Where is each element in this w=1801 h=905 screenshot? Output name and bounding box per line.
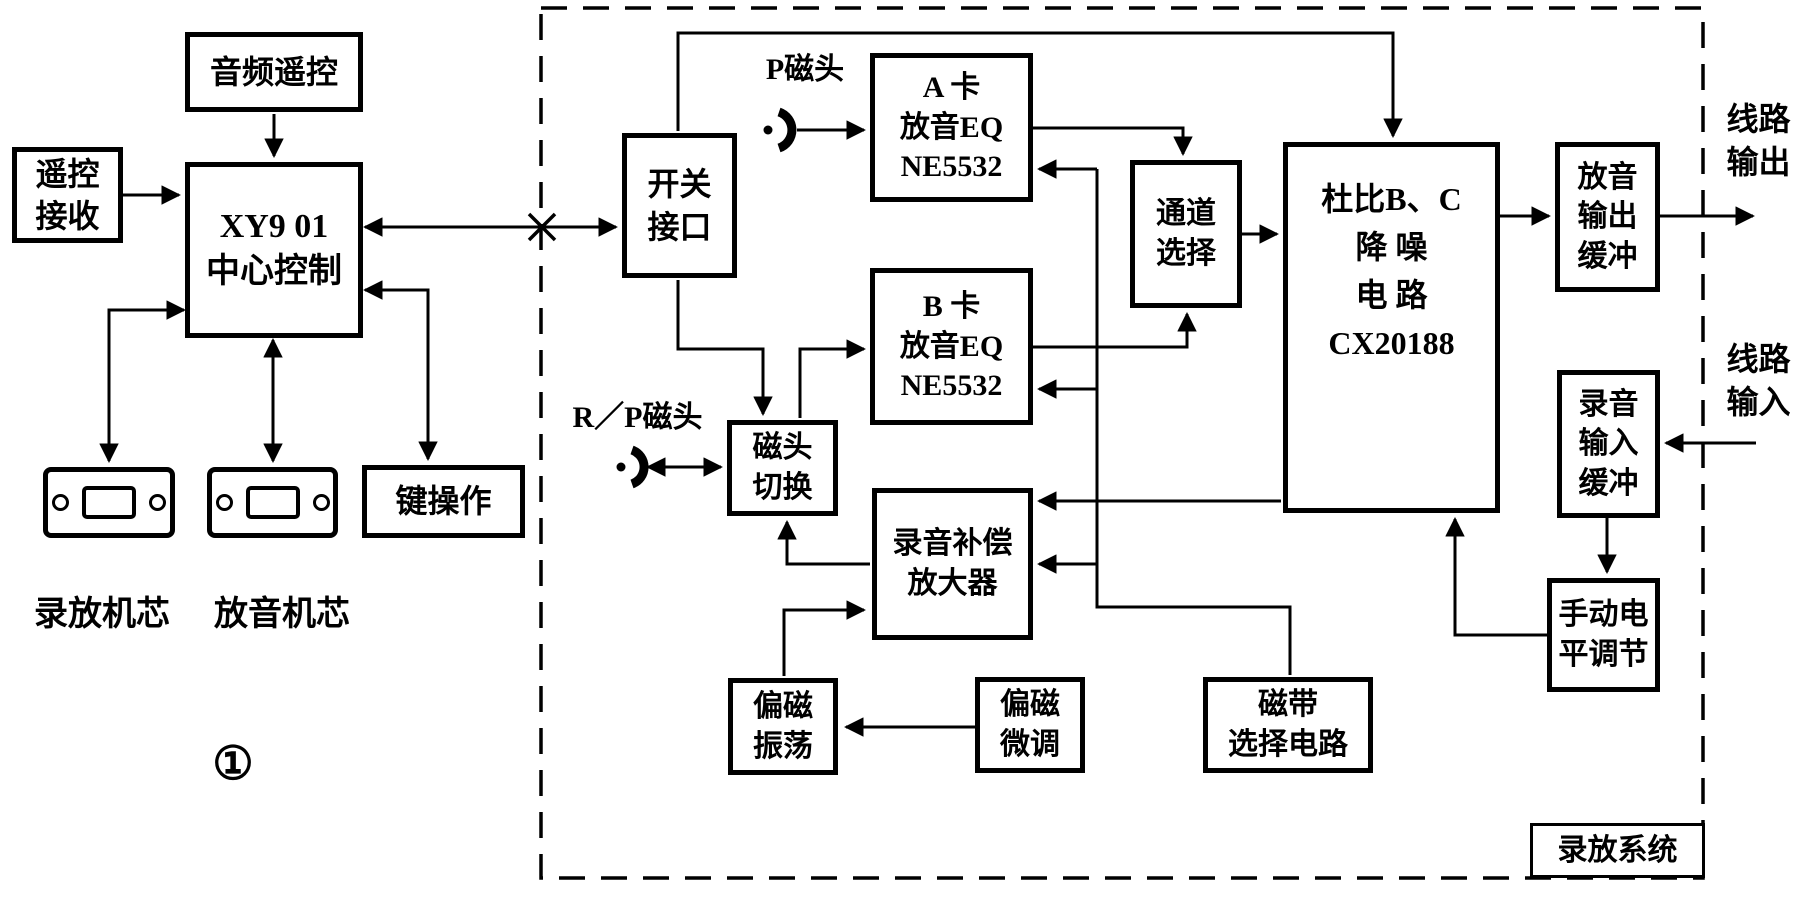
- boundary-cross-x-icon: [527, 212, 557, 242]
- block-label: 键操作: [395, 483, 492, 520]
- block-label: 放音 输出 缓冲: [1577, 160, 1638, 273]
- block-audio-remote: 音频遥控: [185, 32, 363, 112]
- block-dolby-nr: 杜比B、C 降 噪 电 路 CX20188: [1283, 142, 1500, 513]
- block-play-out-buffer: 放音 输出 缓冲: [1555, 142, 1660, 292]
- block-label: 磁带 选择电路: [1228, 688, 1348, 761]
- edge-head-switch-to-b-card: [798, 339, 866, 418]
- edge-manual-level-to-dolby: [1445, 517, 1547, 637]
- block-label: 手动电 平调节: [1558, 598, 1649, 671]
- label-p-head: P磁头: [765, 53, 845, 86]
- label-rec-play-mech: 录放机芯: [34, 596, 170, 633]
- edge-center-recplay-mech: [99, 300, 186, 463]
- label-rp-head: R／P磁头: [572, 401, 703, 434]
- block-label: 录音 输入 缓冲: [1578, 387, 1639, 500]
- block-label: 音频遥控: [209, 53, 338, 90]
- edge-b-card-to-channel-select: [1033, 312, 1197, 349]
- label-line-in: 线路 输入: [1726, 341, 1791, 421]
- cassette-mechanism-icon: [52, 486, 166, 519]
- block-play-mechanism: [207, 467, 338, 538]
- edge-bias-osc-to-record-comp: [782, 600, 866, 676]
- reel-hole-icon: [149, 494, 166, 511]
- edge-record-comp-to-head-switch: [777, 520, 870, 566]
- block-tape-select: 磁带 选择电路: [1203, 677, 1373, 773]
- cassette-window-icon: [245, 486, 300, 519]
- block-label: 通道 选择: [1156, 197, 1216, 270]
- block-head-switch: 磁头 切换: [727, 420, 838, 516]
- block-a-card-eq: A 卡 放音EQ NE5532: [870, 53, 1033, 202]
- cassette-mechanism-icon: [215, 486, 330, 519]
- block-label: 偏磁 微调: [1000, 688, 1060, 761]
- figure-number: ①: [212, 738, 254, 789]
- block-label: 录音补偿 放大器: [892, 527, 1013, 600]
- block-manual-level: 手动电 平调节: [1547, 578, 1660, 692]
- system-name-tag: 录放系统: [1530, 823, 1705, 878]
- reel-hole-icon: [52, 494, 69, 511]
- reel-hole-icon: [312, 494, 330, 511]
- block-label: XY9 01 中心控制: [206, 208, 342, 290]
- block-record-comp-amp: 录音补偿 放大器: [872, 488, 1033, 640]
- cassette-window-icon: [82, 486, 136, 519]
- edge-a-card-to-channel-select: [1033, 126, 1193, 156]
- block-channel-select: 通道 选择: [1130, 160, 1242, 308]
- block-bias-trim: 偏磁 微调: [975, 677, 1085, 773]
- block-rec-in-buffer: 录音 输入 缓冲: [1557, 370, 1660, 518]
- edge-center-key-operation: [363, 280, 438, 461]
- block-label: 偏磁 振荡: [753, 689, 813, 763]
- p-head-symbol-icon: [763, 107, 797, 153]
- block-remote-receiver: 遥控 接收: [12, 147, 123, 243]
- block-label: B 卡 放音EQ NE5532: [899, 290, 1004, 403]
- label-line-out: 线路 输出: [1726, 101, 1791, 181]
- block-label: 磁头 切换: [752, 431, 813, 504]
- edge-switch-interface-to-dolby: [676, 31, 1403, 138]
- block-label: A 卡 放音EQ NE5532: [899, 71, 1004, 184]
- block-label: 遥控 接收: [35, 155, 100, 234]
- edge-switch-interface-to-head-switch: [676, 280, 773, 416]
- block-bias-oscillator: 偏磁 振荡: [728, 678, 838, 775]
- rp-head-symbol-icon: [616, 445, 649, 489]
- block-label: 开关 接口: [647, 166, 712, 245]
- block-b-card-eq: B 卡 放音EQ NE5532: [870, 268, 1033, 425]
- block-center-control: XY9 01 中心控制: [185, 162, 363, 338]
- block-key-operation: 键操作: [362, 465, 525, 538]
- block-switch-interface: 开关 接口: [622, 133, 737, 278]
- system-name-label: 录放系统: [1557, 833, 1678, 867]
- block-rec-play-mechanism: [43, 467, 175, 538]
- label-play-mech: 放音机芯: [214, 596, 350, 633]
- block-label: 杜比B、C 降 噪 电 路 CX20188: [1321, 181, 1462, 361]
- reel-hole-icon: [215, 494, 233, 511]
- edge-tape-select-bus: [1095, 169, 1292, 675]
